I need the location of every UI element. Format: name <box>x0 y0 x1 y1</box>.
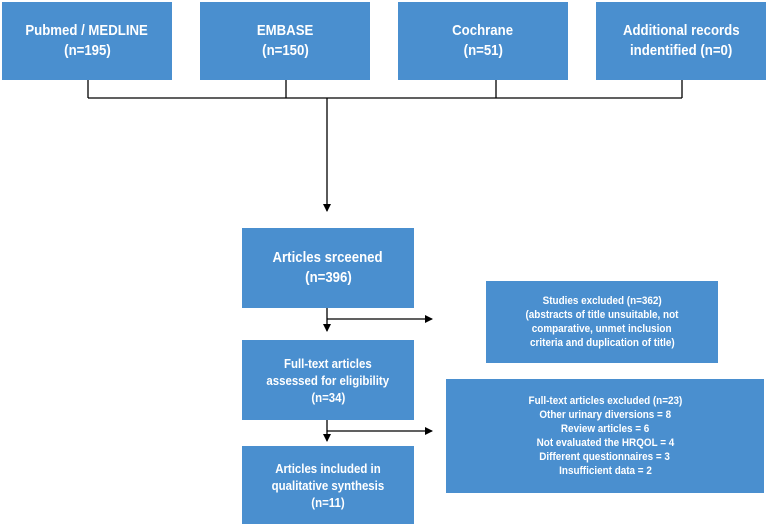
excluded-fulltext-line-1: Full-text articles excluded (n=23) <box>528 395 682 407</box>
source-embase-title: EMBASE <box>256 22 314 39</box>
screened-title: Articles srceened <box>272 249 384 266</box>
included-box: Articles included in qualitative synthes… <box>242 446 414 524</box>
excluded-studies-box: Studies excluded (n=362) (abstracts of t… <box>486 281 718 363</box>
excluded-fulltext-line-5: Different questionnaires = 3 <box>539 451 671 463</box>
source-box-cochrane: Cochrane (n=51) <box>398 2 568 80</box>
included-count: (n=11) <box>311 494 345 510</box>
source-additional-count: indentified (n=0) <box>629 42 733 59</box>
source-pubmed-count: (n=195) <box>63 42 111 59</box>
included-line-2: qualitative synthesis <box>271 477 385 493</box>
fulltext-count: (n=34) <box>310 389 346 405</box>
excluded-fulltext-line-4: Not evaluated the HRQOL = 4 <box>536 437 674 449</box>
excluded-studies-line-3: comparative, unmet inclusion <box>532 323 672 335</box>
excluded-studies-line-4: criteria and duplication of title) <box>529 337 675 349</box>
excluded-studies-line-2: (abstracts of title unsuitable, not <box>525 309 679 321</box>
included-line-1: Articles included in <box>275 460 381 476</box>
source-box-pubmed: Pubmed / MEDLINE (n=195) <box>2 2 172 80</box>
screened-box: Articles srceened (n=396) <box>242 228 414 308</box>
source-box-additional: Additional records indentified (n=0) <box>596 2 766 80</box>
source-pubmed-title: Pubmed / MEDLINE <box>25 22 149 39</box>
fulltext-line-1: Full-text articles <box>284 355 372 371</box>
source-additional-title: Additional records <box>622 22 740 39</box>
fulltext-box: Full-text articles assessed for eligibil… <box>242 340 414 420</box>
source-box-embase: EMBASE (n=150) <box>200 2 370 80</box>
excluded-fulltext-line-2: Other urinary diversions = 8 <box>539 409 671 421</box>
screened-count: (n=396) <box>304 269 352 286</box>
excluded-fulltext-line-6: Insufficient data = 2 <box>558 465 652 477</box>
source-cochrane-count: (n=51) <box>463 42 503 59</box>
source-embase-count: (n=150) <box>261 42 309 59</box>
source-cochrane-title: Cochrane <box>452 22 514 39</box>
excluded-studies-line-1: Studies excluded (n=362) <box>542 295 662 307</box>
excluded-fulltext-line-3: Review articles = 6 <box>560 423 650 435</box>
excluded-fulltext-box: Full-text articles excluded (n=23) Other… <box>446 379 764 493</box>
fulltext-line-2: assessed for eligibility <box>266 372 390 388</box>
